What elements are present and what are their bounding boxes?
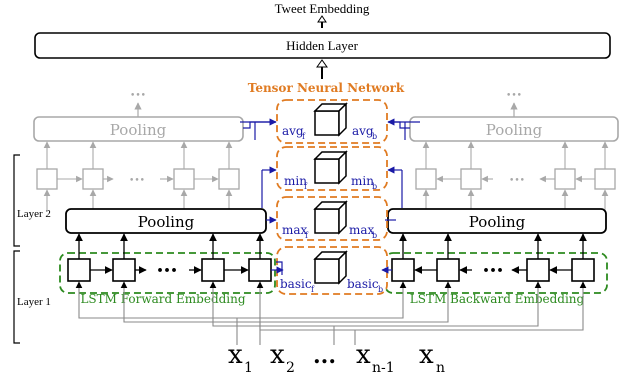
cell	[201, 258, 225, 282]
input-x1: x 1	[228, 340, 253, 376]
ellipsis-layer2-left: •••	[129, 176, 145, 186]
lstm-forward-frame	[59, 252, 276, 294]
cell	[391, 258, 415, 282]
label-min-b-sub: b	[372, 182, 377, 191]
pooling-label-left-top: Pooling	[110, 121, 167, 139]
label-avg-b: avg	[352, 124, 374, 138]
label-avg-f-sub: f	[302, 132, 306, 141]
label-basic-b: basic	[347, 277, 379, 291]
tensor-labels: avg f avg b min f min b max f max b basi…	[280, 124, 383, 294]
ellipsis-forward: •••	[156, 264, 177, 277]
layer2-label: Layer 2	[17, 208, 51, 220]
input-wiring	[75, 281, 587, 345]
input-x1-sub: 1	[244, 360, 253, 376]
cell	[415, 168, 437, 190]
pooling-box-right	[387, 208, 607, 234]
input-xn1-label: x	[356, 340, 371, 370]
tensor-connections	[240, 118, 420, 275]
lstm-backward-links	[399, 233, 587, 274]
layer2-left-cells	[36, 168, 240, 190]
label-min-b: min	[351, 174, 374, 188]
lstm-backward-label: LSTM Backward Embedding	[410, 292, 585, 306]
label-max-b-sub: b	[372, 231, 377, 240]
label-basic-f: basic	[280, 277, 312, 291]
cell	[248, 258, 272, 282]
pooling-label-right: Pooling	[469, 213, 526, 231]
ellipsis-backward: •••	[482, 264, 503, 277]
label-max-f: max	[282, 223, 308, 237]
lstm-forward-label: LSTM Forward Embedding	[80, 292, 245, 306]
title: Tweet Embedding	[275, 1, 370, 16]
cell	[460, 168, 482, 190]
layer1-label: Layer 1	[17, 296, 51, 308]
input-xn: x n	[419, 340, 445, 376]
input-xn1-sub: n-1	[372, 360, 395, 376]
cell	[436, 258, 460, 282]
pooling-box-left-top	[33, 116, 244, 142]
ellipsis-top-right: •••	[506, 91, 522, 101]
label-min-f-sub: f	[304, 182, 308, 191]
hidden-layer-box	[34, 32, 611, 59]
input-x2-sub: 2	[286, 360, 295, 376]
cube-icon	[313, 200, 348, 235]
input-x2-label: x	[270, 340, 285, 370]
lstm-forward-links	[75, 233, 264, 274]
cell	[173, 168, 195, 190]
label-avg-f: avg	[282, 124, 304, 138]
layer2-left-links	[43, 141, 233, 212]
pooling-box-right-top	[409, 116, 619, 142]
input-dots: ...	[313, 343, 336, 369]
label-max-f-sub: f	[305, 231, 309, 240]
cube-icon	[313, 150, 348, 185]
cell	[112, 258, 136, 282]
arrow-tensor-to-hidden-head	[316, 59, 328, 68]
label-basic-f-sub: f	[311, 285, 315, 294]
pooling-box-left	[65, 208, 267, 234]
label-basic-b-sub: b	[378, 285, 383, 294]
input-xn1: x n-1	[356, 340, 395, 376]
ellipsis-layer2-right: •••	[509, 176, 525, 186]
cell	[571, 258, 595, 282]
input-xn-label: x	[419, 340, 434, 370]
cell	[554, 168, 576, 190]
cube-icon	[313, 250, 348, 285]
input-xn-sub: n	[436, 360, 445, 376]
cell	[82, 168, 104, 190]
cell	[218, 168, 240, 190]
ellipsis-top-left: •••	[130, 91, 146, 101]
pooling-label-right-top: Pooling	[486, 121, 543, 139]
input-x1-label: x	[228, 340, 243, 370]
label-max-b: max	[349, 223, 375, 237]
cell	[594, 168, 616, 190]
tensor-network-title: Tensor Neural Network	[248, 81, 405, 95]
cell	[67, 258, 91, 282]
layer2-right-cells	[415, 168, 616, 190]
input-x2: x 2	[270, 340, 295, 376]
lstm-forward-cells	[67, 258, 272, 282]
arrow-hidden-to-title-hollow	[317, 15, 327, 23]
layer1-bracket	[13, 250, 20, 344]
layer2-bracket	[13, 154, 20, 247]
cube-icon	[313, 102, 348, 137]
pooling-label-left: Pooling	[138, 213, 195, 231]
label-avg-b-sub: b	[372, 132, 377, 141]
label-min-f: min	[284, 174, 307, 188]
hidden-layer-label: Hidden Layer	[286, 38, 359, 53]
cell	[526, 258, 550, 282]
cell	[36, 168, 58, 190]
